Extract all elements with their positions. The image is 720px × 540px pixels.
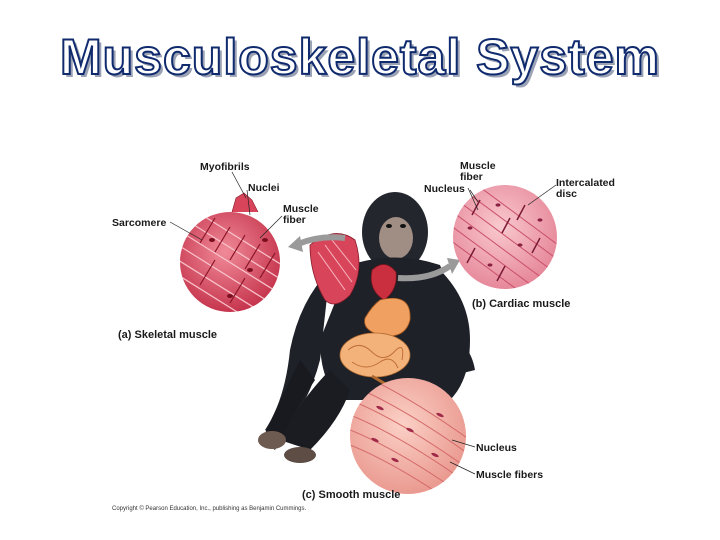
copyright-text: Copyright © Pearson Education, Inc., pub… [112,505,307,512]
caption-smooth: (c) Smooth muscle [302,489,400,501]
label-intercalated-1: Intercalated [556,177,615,189]
caption-cardiac: (b) Cardiac muscle [472,298,570,310]
arrow-to-cardiac [397,263,452,282]
label-muscle-fiber-b-2: fiber [460,171,483,183]
leader-lines [169,171,557,475]
arrow-to-skeletal [296,234,346,247]
label-nucleus-c: Nucleus [476,442,517,454]
caption-skeletal: (a) Skeletal muscle [118,329,217,341]
label-nuclei: Nuclei [248,182,280,194]
cardiac-muscle-circle [453,185,557,289]
label-myofibrils: Myofibrils [200,161,250,173]
label-muscle-fiber-a-1: Muscle [283,203,319,215]
heart-shape [370,264,397,301]
label-intercalated-2: disc [556,188,577,200]
label-nucleus-b: Nucleus [424,183,465,195]
smooth-muscle-circle [350,378,466,494]
page-title: Musculoskeletal System [59,28,661,86]
label-muscle-fiber-a-2: fiber [283,214,306,226]
arm-muscle-shape [309,233,360,305]
intestines-shape [339,332,411,390]
label-muscle-fiber-b-1: Muscle [460,160,496,172]
label-sarcomere: Sarcomere [112,217,166,229]
label-muscle-fibers-c: Muscle fibers [476,469,543,481]
skeletal-muscle-circle [180,192,280,312]
